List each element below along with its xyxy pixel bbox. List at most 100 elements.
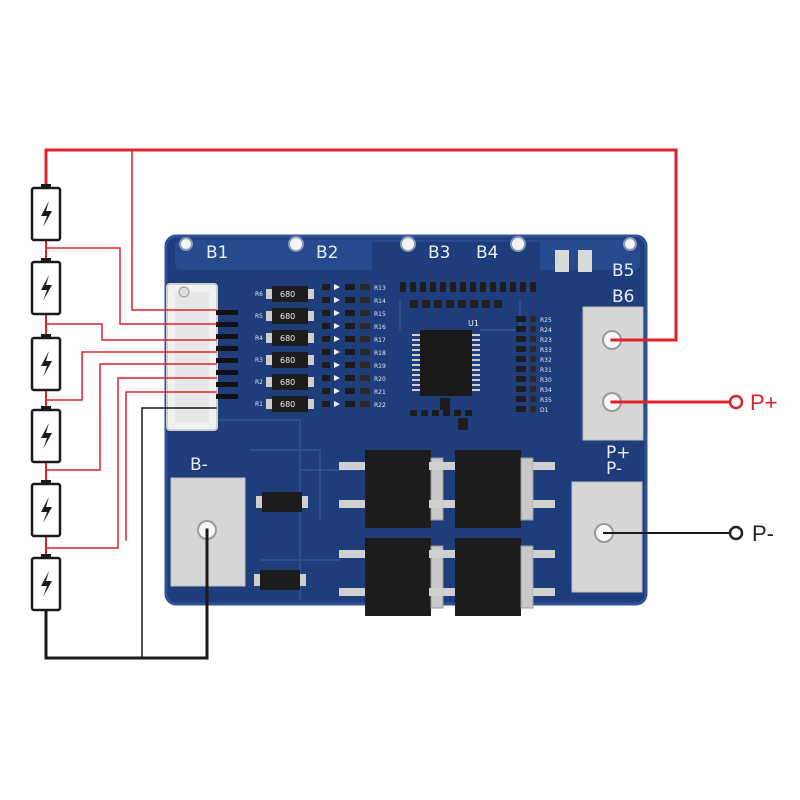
smd-component xyxy=(516,316,526,322)
label-b2: B2 xyxy=(316,243,338,263)
smd-component xyxy=(530,366,536,372)
label-p-plus: P+ xyxy=(606,443,631,463)
smd-component xyxy=(516,326,526,332)
smd-component xyxy=(530,282,536,292)
smd-component xyxy=(446,300,454,308)
label-b3: B3 xyxy=(428,243,450,263)
battery-cell xyxy=(30,480,62,538)
shunt-resistor xyxy=(260,570,300,590)
lightning-bolt-icon xyxy=(41,497,52,523)
component-ref: D1 xyxy=(540,407,549,414)
wire-main-positive xyxy=(44,148,678,342)
component-ref: R16 xyxy=(374,324,386,331)
component-ref: R14 xyxy=(374,298,386,305)
cell-terminal xyxy=(41,258,51,262)
lightning-bolt-icon xyxy=(41,571,52,597)
smd-component xyxy=(360,284,370,290)
component-ref: R23 xyxy=(540,337,552,344)
smd-component xyxy=(345,310,355,316)
component-ref: R15 xyxy=(374,311,386,318)
smd-component xyxy=(516,386,526,392)
resistor-code: 680 xyxy=(280,400,295,409)
smd-component xyxy=(360,349,370,355)
pad-b5-small xyxy=(555,250,569,272)
component-ref: R25 xyxy=(540,317,552,324)
smd-component xyxy=(530,396,536,402)
smd-component xyxy=(360,362,370,368)
wire-main-negative xyxy=(44,528,209,660)
pad-hole xyxy=(288,236,304,252)
pad-hole xyxy=(179,237,193,251)
main-ic: U1 xyxy=(412,319,480,396)
smd-component xyxy=(434,300,442,308)
diode-mark xyxy=(334,375,340,381)
component-ref: R32 xyxy=(540,357,552,364)
diode-mark xyxy=(334,297,340,303)
p-plus-pad xyxy=(582,306,644,441)
smd-component xyxy=(465,410,472,416)
smd-component xyxy=(345,362,355,368)
diode xyxy=(322,297,330,303)
top-component-row xyxy=(400,282,536,430)
resistor-code: 680 xyxy=(280,312,295,321)
smd-component xyxy=(422,300,430,308)
component-ref: R5 xyxy=(255,313,263,320)
smd-component xyxy=(454,410,461,416)
component-ref: R19 xyxy=(374,363,386,370)
smd-component xyxy=(345,349,355,355)
smd-component xyxy=(516,366,526,372)
diode xyxy=(322,401,330,407)
smd-component xyxy=(480,282,486,292)
transistor xyxy=(440,398,450,410)
terminal-p-plus: P+ xyxy=(728,390,778,415)
component-ref: R22 xyxy=(374,402,386,409)
component-ref: R31 xyxy=(540,367,552,374)
label-b5: B5 xyxy=(612,261,634,281)
component-ref: R21 xyxy=(374,389,386,396)
smd-component xyxy=(410,410,417,416)
smd-component xyxy=(360,388,370,394)
diode xyxy=(322,375,330,381)
component-ref: R24 xyxy=(540,327,552,334)
lightning-bolt-icon xyxy=(41,201,52,227)
smd-component xyxy=(516,406,526,412)
component-ref: R1 xyxy=(255,401,263,408)
smd-component xyxy=(345,375,355,381)
resistor-code: 680 xyxy=(280,356,295,365)
smd-component xyxy=(470,282,476,292)
cell-terminal xyxy=(41,334,51,338)
smd-component xyxy=(360,336,370,342)
battery-cell xyxy=(30,258,62,316)
smd-component xyxy=(360,375,370,381)
wiring xyxy=(44,148,732,660)
diode xyxy=(322,362,330,368)
wire-balance-b5 xyxy=(45,247,217,325)
label-b1: B1 xyxy=(206,243,228,263)
diode-mark xyxy=(334,362,340,368)
smd-component xyxy=(530,406,536,412)
smd-component xyxy=(345,401,355,407)
smd-component xyxy=(460,282,466,292)
label-p-minus: P- xyxy=(606,459,622,479)
resistor-680: 680 R5 xyxy=(255,308,314,324)
lightning-bolt-icon xyxy=(41,423,52,449)
cell-terminal xyxy=(41,554,51,558)
pad-b5-small xyxy=(578,250,592,272)
battery-cell xyxy=(30,554,62,612)
ic-label: U1 xyxy=(468,319,479,328)
smd-component xyxy=(440,282,446,292)
component-ref: R30 xyxy=(540,377,552,384)
smd-component xyxy=(516,396,526,402)
smd-component xyxy=(516,376,526,382)
smd-component xyxy=(421,410,428,416)
battery-cell xyxy=(30,334,62,392)
battery-cell xyxy=(30,184,62,242)
smd-component xyxy=(345,284,355,290)
smd-component xyxy=(470,300,478,308)
